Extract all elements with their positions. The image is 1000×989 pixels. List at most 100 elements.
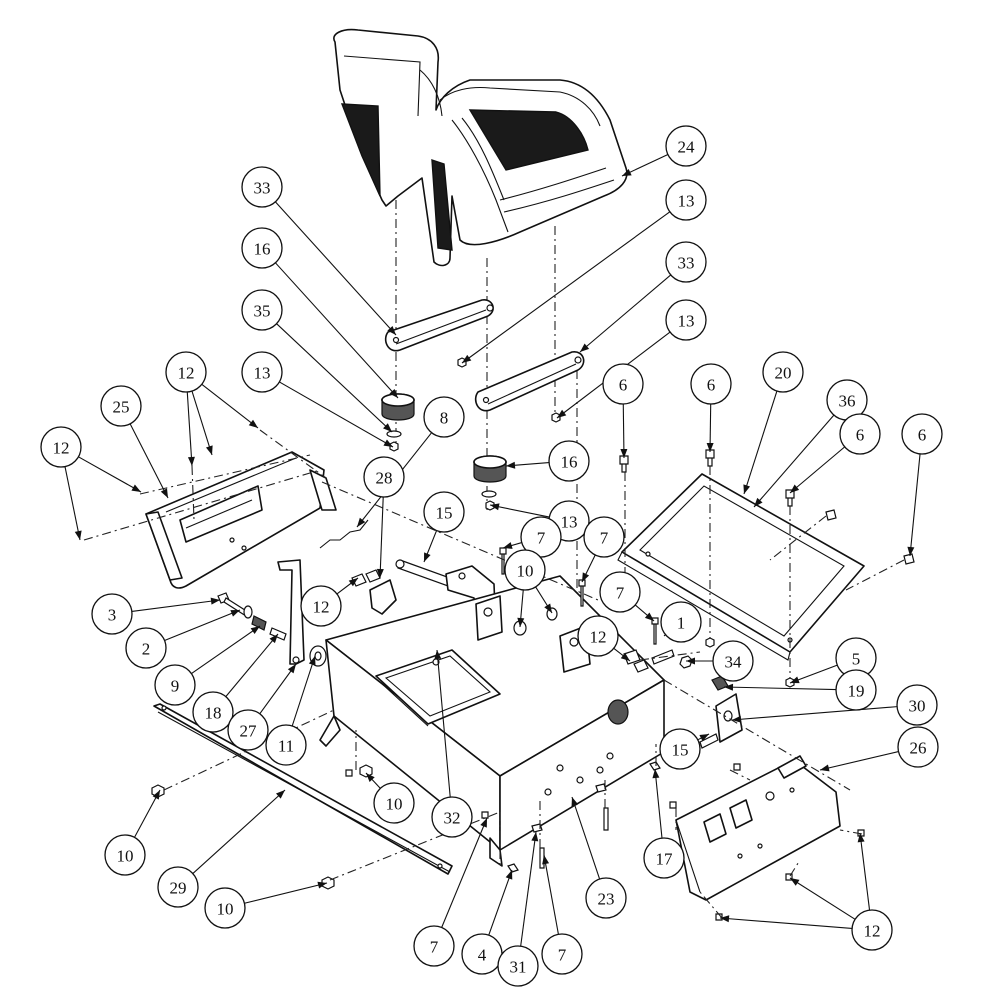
callout-arrowhead-c10d: [317, 881, 327, 889]
callout-arrowhead-c12e3: [857, 833, 865, 843]
callout-balloon-c16a: [241, 227, 283, 269]
callout-arrowhead-c29: [275, 790, 285, 799]
callout-balloon-c9: [154, 664, 196, 706]
callout-balloon-c12d: [300, 585, 342, 627]
callout-label-c12d: 12: [313, 598, 330, 617]
callout-leader-c13c: [279, 381, 394, 448]
callout-label-c29: 29: [170, 879, 187, 898]
callout-arrowhead-c16b: [506, 461, 516, 469]
callout-leader-c12a: [186, 391, 193, 467]
callout-leader-c27: [259, 663, 297, 715]
washer-2: [243, 605, 253, 619]
callout-arrowhead-c12a2: [205, 445, 213, 455]
callout-arrowhead-c10a: [517, 617, 525, 627]
callout-label-c6b: 6: [707, 376, 716, 395]
callout-balloon-c24a: [665, 125, 707, 167]
shaft-15-left: [395, 559, 451, 587]
callout-leader-c6a: [622, 403, 625, 459]
callout-arrowhead-c36: [754, 497, 763, 507]
callout-balloon-c7e: [541, 933, 583, 975]
callout-arrowhead-c4: [505, 870, 513, 880]
callout-arrowhead-c6a: [620, 448, 628, 458]
callout-label-c7d: 7: [430, 938, 439, 957]
callout-leader-c12a2: [191, 390, 213, 456]
callout-leader-c11: [291, 655, 316, 727]
callout-label-c27: 27: [240, 722, 258, 741]
callout-balloon-c23: [585, 877, 627, 919]
callout-arrowhead-c17: [652, 769, 660, 779]
callout-balloon-c12b: [40, 426, 82, 468]
callout-balloon-c10d: [204, 887, 246, 929]
callout-arrowhead-c6d: [907, 546, 915, 556]
right-side-panel-26: [675, 755, 841, 901]
callout-leader-c35: [276, 323, 393, 433]
callout-leader-c12b2: [78, 456, 142, 493]
bolts-7-top: [499, 547, 659, 645]
callout-balloon-c1: [660, 601, 702, 643]
callout-balloon-c16b: [548, 440, 590, 482]
callout-arrowhead-c7e: [542, 855, 550, 865]
plate-centerlines: [624, 466, 905, 680]
callout-label-c10b: 10: [386, 795, 403, 814]
callout-arrowhead-c20: [743, 484, 751, 494]
callout-label-c12a: 12: [178, 364, 195, 383]
callout-arrowhead-c33a: [387, 325, 396, 335]
callout-label-c6c: 6: [856, 426, 865, 445]
callout-balloon-c35: [241, 289, 283, 331]
callout-leader-c3: [131, 599, 221, 612]
nuts-13: [389, 357, 561, 511]
callout-leader-c9: [191, 625, 261, 675]
callout-arrowhead-c12a: [187, 456, 195, 466]
callout-leader-c16a: [275, 262, 399, 399]
callout-arrowhead-c24a: [622, 169, 632, 176]
seat-part-24: [333, 28, 628, 267]
callout-arrowhead-c12d: [348, 578, 358, 587]
callout-arrowhead-c12a3: [248, 419, 258, 428]
bolt-3: [217, 592, 249, 617]
callout-label-c30: 30: [909, 697, 926, 716]
callout-balloon-c13c: [241, 351, 283, 393]
callout-arrowhead-c7d: [480, 818, 487, 828]
callout-arrowhead-c7c: [644, 612, 654, 621]
callout-arrowhead-c23: [571, 797, 579, 807]
callout-label-c13a: 13: [678, 192, 695, 211]
callout-balloon-c13a: [665, 179, 707, 221]
callout-balloon-c12c: [577, 615, 619, 657]
callout-label-c6a: 6: [619, 376, 628, 395]
callout-arrowhead-c9: [250, 626, 260, 635]
callout-label-c28: 28: [376, 469, 393, 488]
isolator-16-left: [381, 393, 415, 421]
callout-arrowhead-c12c: [620, 652, 630, 661]
callout-balloon-c18: [192, 691, 234, 733]
callout-leader-c12a3: [201, 383, 259, 429]
pivot-bracket-28: [369, 579, 397, 615]
callout-leader-c29: [192, 789, 286, 874]
callout-balloon-c33a: [241, 166, 283, 208]
callout-label-c18: 18: [205, 704, 222, 723]
callout-balloon-c20: [762, 351, 804, 393]
callout-balloon-c29: [157, 866, 199, 908]
callout-arrowhead-c15a: [424, 552, 431, 562]
callout-label-c32: 32: [444, 809, 461, 828]
spring-9: [251, 615, 267, 631]
callout-leader-c17: [654, 768, 663, 839]
callout-balloon-c2: [125, 627, 167, 669]
callout-balloon-c6c: [839, 413, 881, 455]
washer-35: [386, 430, 402, 438]
callout-leader-c12e: [719, 917, 853, 929]
callout-label-c12c: 12: [590, 628, 607, 647]
seat-bracket-33-right: [474, 351, 585, 412]
callout-arrowhead-c25: [160, 488, 168, 498]
foot-plate-20: [617, 473, 865, 661]
callout-leader-c6d: [909, 453, 921, 557]
callout-label-c7b: 7: [600, 529, 609, 548]
callout-label-c33b: 33: [678, 254, 695, 273]
nuts-10-bottom: [151, 744, 693, 890]
callout-leader-c36: [753, 414, 835, 508]
callout-balloon-c6d: [901, 413, 943, 455]
callout-arrowhead-c13b: [557, 409, 567, 418]
seat-bracket-33-left: [384, 299, 494, 352]
callout-arrowhead-c7a: [503, 542, 513, 549]
callout-arrowhead-c32: [434, 650, 442, 660]
